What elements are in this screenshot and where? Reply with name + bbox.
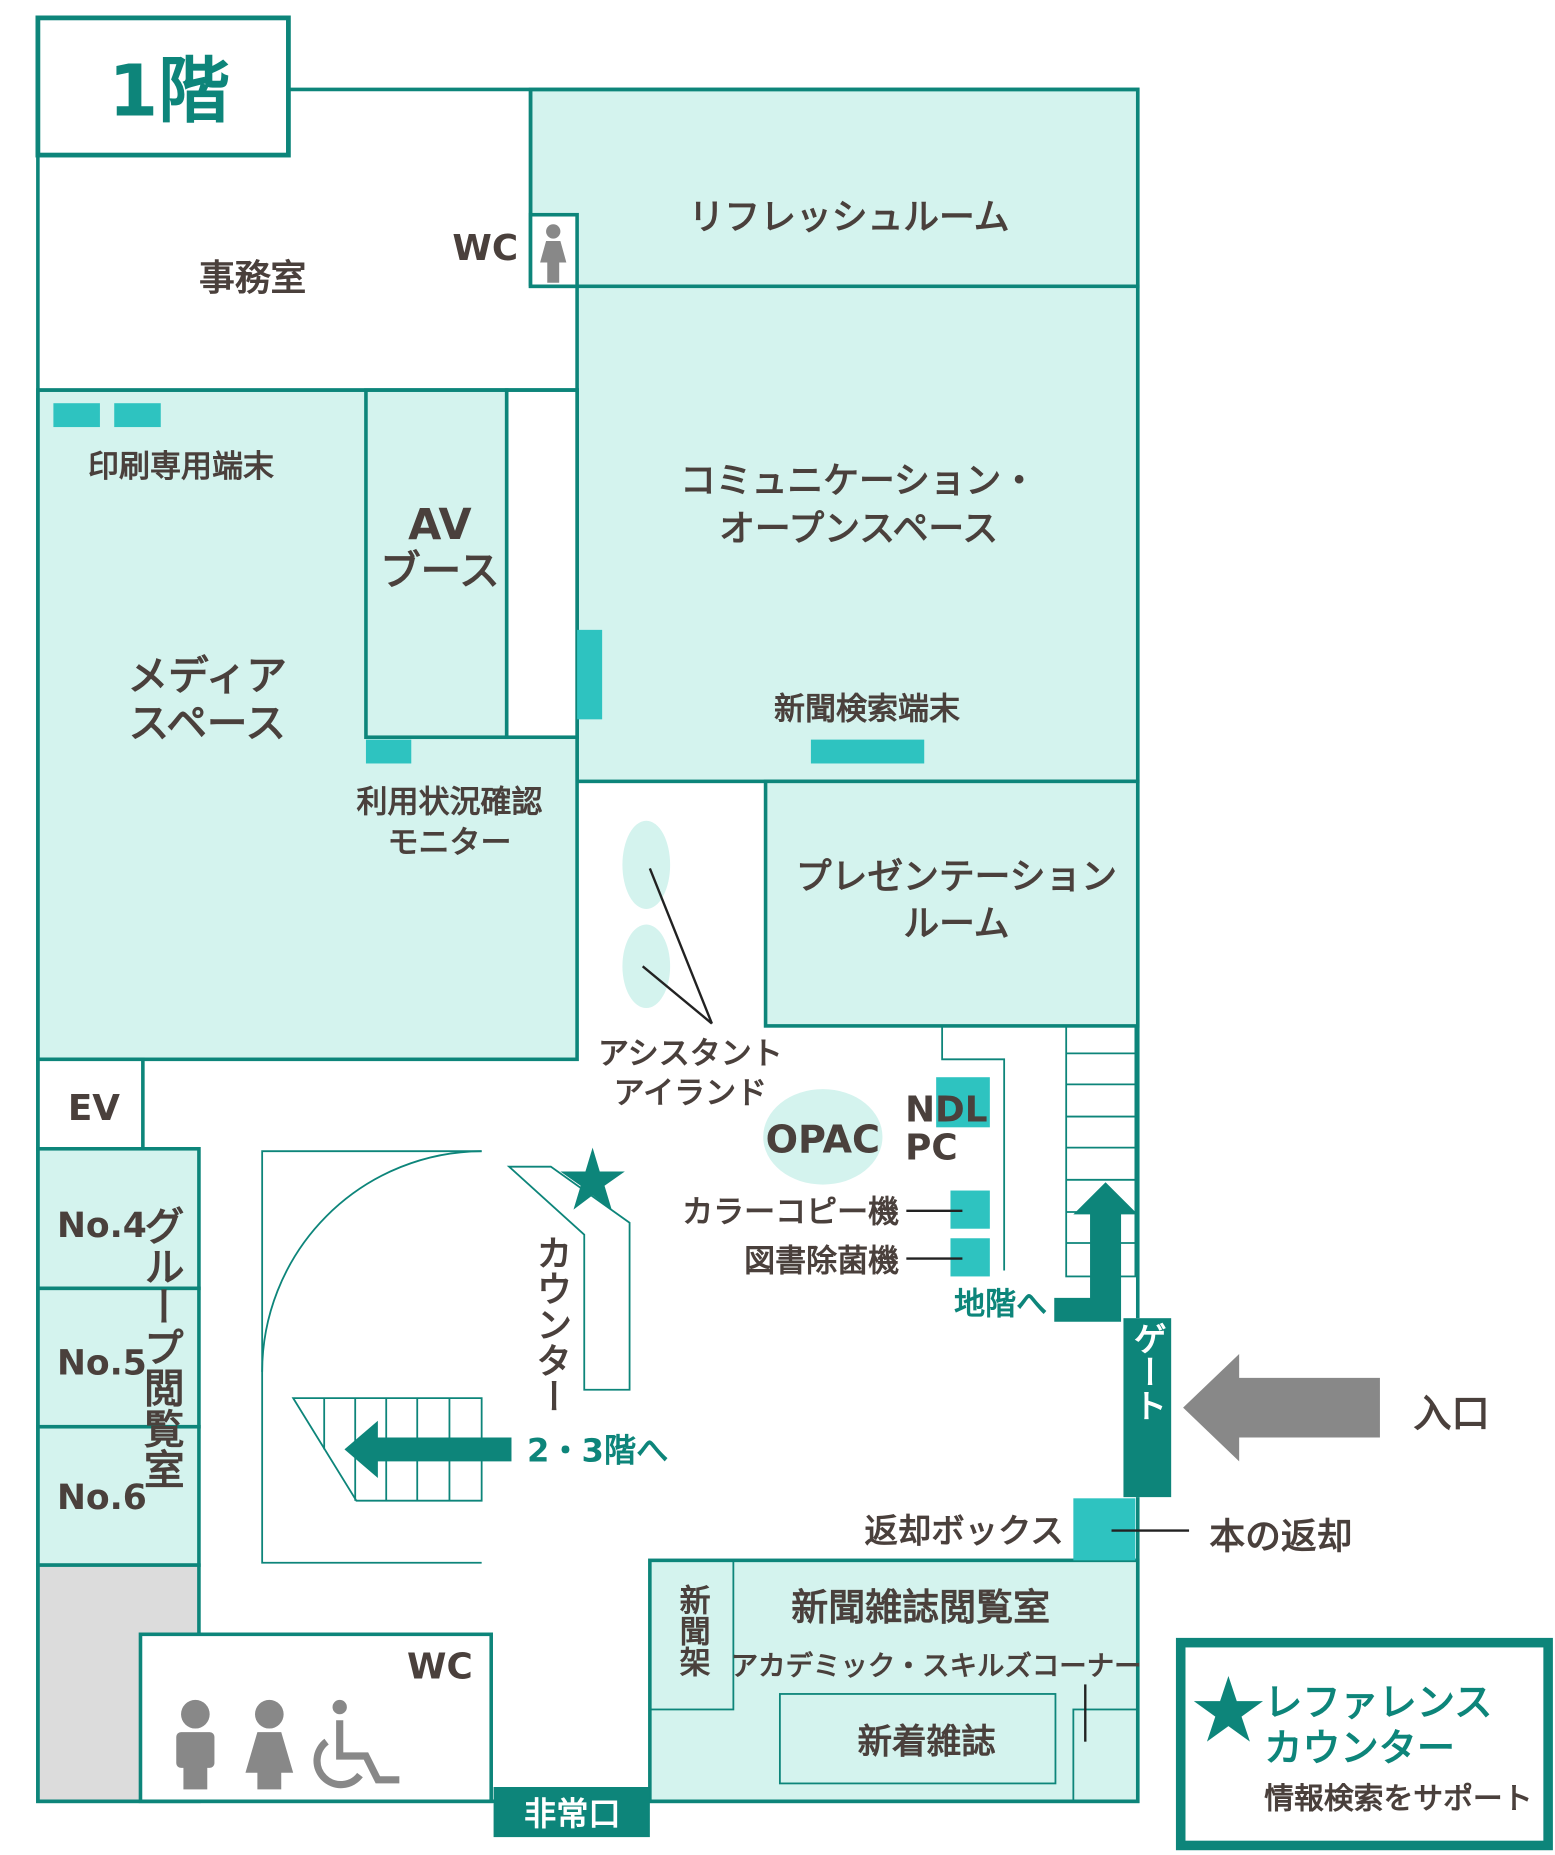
group-room-label: グループ閲覧室 xyxy=(137,1205,185,1489)
usage-monitor-label-1: 利用状況確認 xyxy=(356,784,542,820)
book-return-label: 本の返却 xyxy=(1209,1516,1352,1557)
arrow-up-icon xyxy=(1054,1182,1138,1322)
floor-title-box xyxy=(35,15,291,158)
communication-open-space[interactable] xyxy=(575,284,1140,784)
print-terminal[interactable] xyxy=(53,403,100,428)
star-icon xyxy=(1193,1676,1264,1742)
print-terminal-label: 印刷専用端末 xyxy=(88,449,274,485)
communication-label-1: コミュニケーション・ xyxy=(680,461,1037,502)
newspaper-terminal-label: 新聞検索端末 xyxy=(774,691,960,727)
male-icon xyxy=(176,1699,215,1790)
arrow-left-icon xyxy=(344,1420,512,1479)
gate[interactable] xyxy=(1123,1318,1172,1498)
refresh-room[interactable] xyxy=(528,87,1140,289)
assistant-island-table xyxy=(622,924,671,1009)
newspaper-rack xyxy=(648,1559,735,1711)
color-copier[interactable] xyxy=(950,1190,990,1229)
presentation-label-2: ルーム xyxy=(903,903,1009,944)
ndl-pc[interactable] xyxy=(936,1077,990,1128)
assistant-label-1: アシスタント xyxy=(598,1036,783,1072)
communication-label-2: オープンスペース xyxy=(719,508,998,549)
assistant-island-table xyxy=(622,820,671,910)
newspaper-terminal[interactable] xyxy=(810,739,925,764)
pointer-line xyxy=(641,965,713,1025)
legend-description: 情報検索をサポート xyxy=(1264,1781,1532,1816)
color-copy-label: カラーコピー機 xyxy=(682,1195,899,1231)
newspaper-rack-label: 新聞架 xyxy=(674,1584,711,1677)
group-room-6-label: No.6 xyxy=(57,1478,147,1518)
usage-monitor xyxy=(365,739,412,764)
corridor xyxy=(504,388,579,740)
emergency-exit-label: 非常口 xyxy=(524,1795,621,1833)
partition xyxy=(941,1025,1006,1271)
terminal xyxy=(577,629,603,720)
entrance-label: 入口 xyxy=(1413,1393,1489,1437)
star-icon xyxy=(560,1147,625,1210)
office-label: 事務室 xyxy=(199,258,306,299)
new-magazines-label: 新着雑誌 xyxy=(857,1723,995,1763)
counter-label: カウンター xyxy=(530,1235,571,1414)
to-basement-label: 地階へ xyxy=(954,1287,1047,1323)
academic-corner-label: アカデミック・スキルズコーナー xyxy=(731,1650,1142,1682)
media-label-1: メディア xyxy=(128,652,287,700)
emergency-exit[interactable] xyxy=(493,1787,650,1838)
gate-label: ゲート xyxy=(1128,1322,1167,1422)
wc-bottom-label: WC xyxy=(407,1646,473,1687)
wc-top-label: WC xyxy=(452,228,518,269)
legend-title-2: カウンター xyxy=(1264,1727,1455,1771)
floor-title: 1階 xyxy=(108,50,229,133)
legend-box xyxy=(1175,1637,1553,1851)
refresh-room-label: リフレッシュルーム xyxy=(689,197,1010,238)
curved-wall xyxy=(261,1150,482,1372)
av-label-1: AV xyxy=(408,500,472,550)
legend-title-1: レファレンス xyxy=(1264,1681,1492,1725)
new-magazines-shelf xyxy=(778,1693,1057,1785)
av-label-2: ブース xyxy=(380,547,500,595)
sterilizer-label: 図書除菌機 xyxy=(744,1244,899,1280)
usage-monitor-label-2: モニター xyxy=(387,825,511,861)
ndl-label-1: NDL xyxy=(905,1089,987,1130)
group-room-4-label: No.4 xyxy=(57,1206,147,1246)
print-terminal[interactable] xyxy=(114,403,161,428)
outer-wall xyxy=(288,87,1140,1319)
assistant-label-2: アイランド xyxy=(614,1075,767,1111)
return-box-label: 返却ボックス xyxy=(864,1511,1063,1550)
ev-label: EV xyxy=(68,1088,120,1129)
ndl-label-2: PC xyxy=(905,1128,957,1169)
wheelchair-icon xyxy=(313,1699,400,1789)
female-icon xyxy=(245,1699,294,1790)
presentation-room[interactable] xyxy=(763,779,1140,1028)
female-icon xyxy=(540,224,567,283)
presentation-label-1: プレゼンテーション xyxy=(796,857,1117,898)
periodicals-room-label: 新聞雑誌閲覧室 xyxy=(791,1586,1050,1629)
pointer-line xyxy=(648,868,713,1024)
opac-area[interactable] xyxy=(763,1089,883,1185)
entrance-arrow-icon xyxy=(1183,1353,1380,1462)
media-label-2: スペース xyxy=(129,699,286,747)
to-floor23-label: 2・3階へ xyxy=(527,1431,668,1469)
opac-label: OPAC xyxy=(766,1118,880,1162)
counter[interactable] xyxy=(506,1165,631,1391)
group-room-5-label: No.5 xyxy=(57,1343,147,1383)
